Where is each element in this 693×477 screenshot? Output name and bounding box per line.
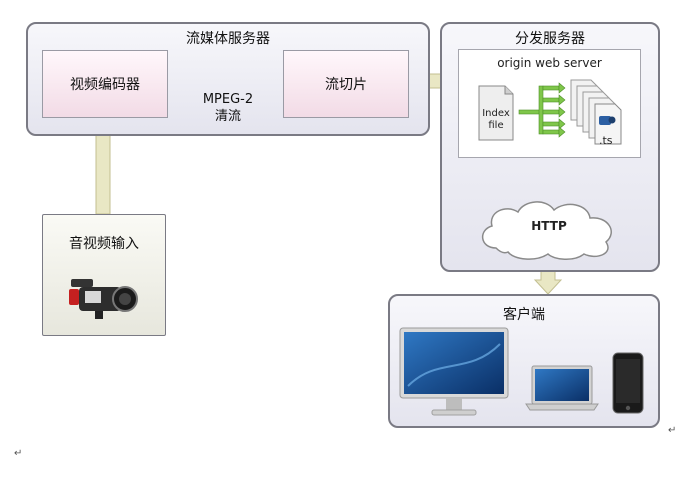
encode-output-type: 清流 (214, 109, 241, 124)
branch-arrows (518, 82, 566, 138)
video-encoder-box: 视频编码器 (42, 50, 168, 118)
streaming-server-title: 流媒体服务器 (186, 31, 270, 47)
stream-segmenter-box: 流切片 (283, 50, 409, 118)
index-file-icon (478, 85, 514, 141)
index-file-label-line2: file (488, 120, 504, 131)
ts-file-label: .ts (599, 134, 613, 147)
desktop-monitor-icon (399, 327, 509, 416)
av-input-label: 音视频输入 (69, 236, 139, 252)
origin-web-server-box: origin web server (458, 49, 641, 158)
video-encoder-label: 视频编码器 (70, 77, 140, 93)
http-cloud-label: HTTP (531, 219, 567, 233)
index-file-label-line1: Index (482, 108, 510, 119)
index-file-label: Index file (479, 108, 513, 132)
laptop-icon (525, 365, 599, 411)
smartphone-icon (612, 352, 644, 414)
av-input-box: 音视频输入 (42, 214, 166, 336)
client-title: 客户端 (503, 307, 545, 323)
origin-web-server-title: origin web server (497, 56, 602, 70)
paragraph-mark-right: ↵ (668, 425, 677, 436)
paragraph-mark-left: ↵ (14, 448, 23, 459)
http-cloud-icon (482, 201, 612, 260)
video-camera-icon (69, 279, 138, 319)
encode-output-format: MPEG-2 (202, 92, 254, 107)
stream-segmenter-label: 流切片 (325, 77, 367, 93)
distribution-server-title: 分发服务器 (515, 31, 585, 47)
ts-file-stack-icon (570, 79, 622, 145)
segment-files-diagram (478, 79, 622, 145)
encode-output-label: MPEG-2 清流 (190, 91, 266, 125)
